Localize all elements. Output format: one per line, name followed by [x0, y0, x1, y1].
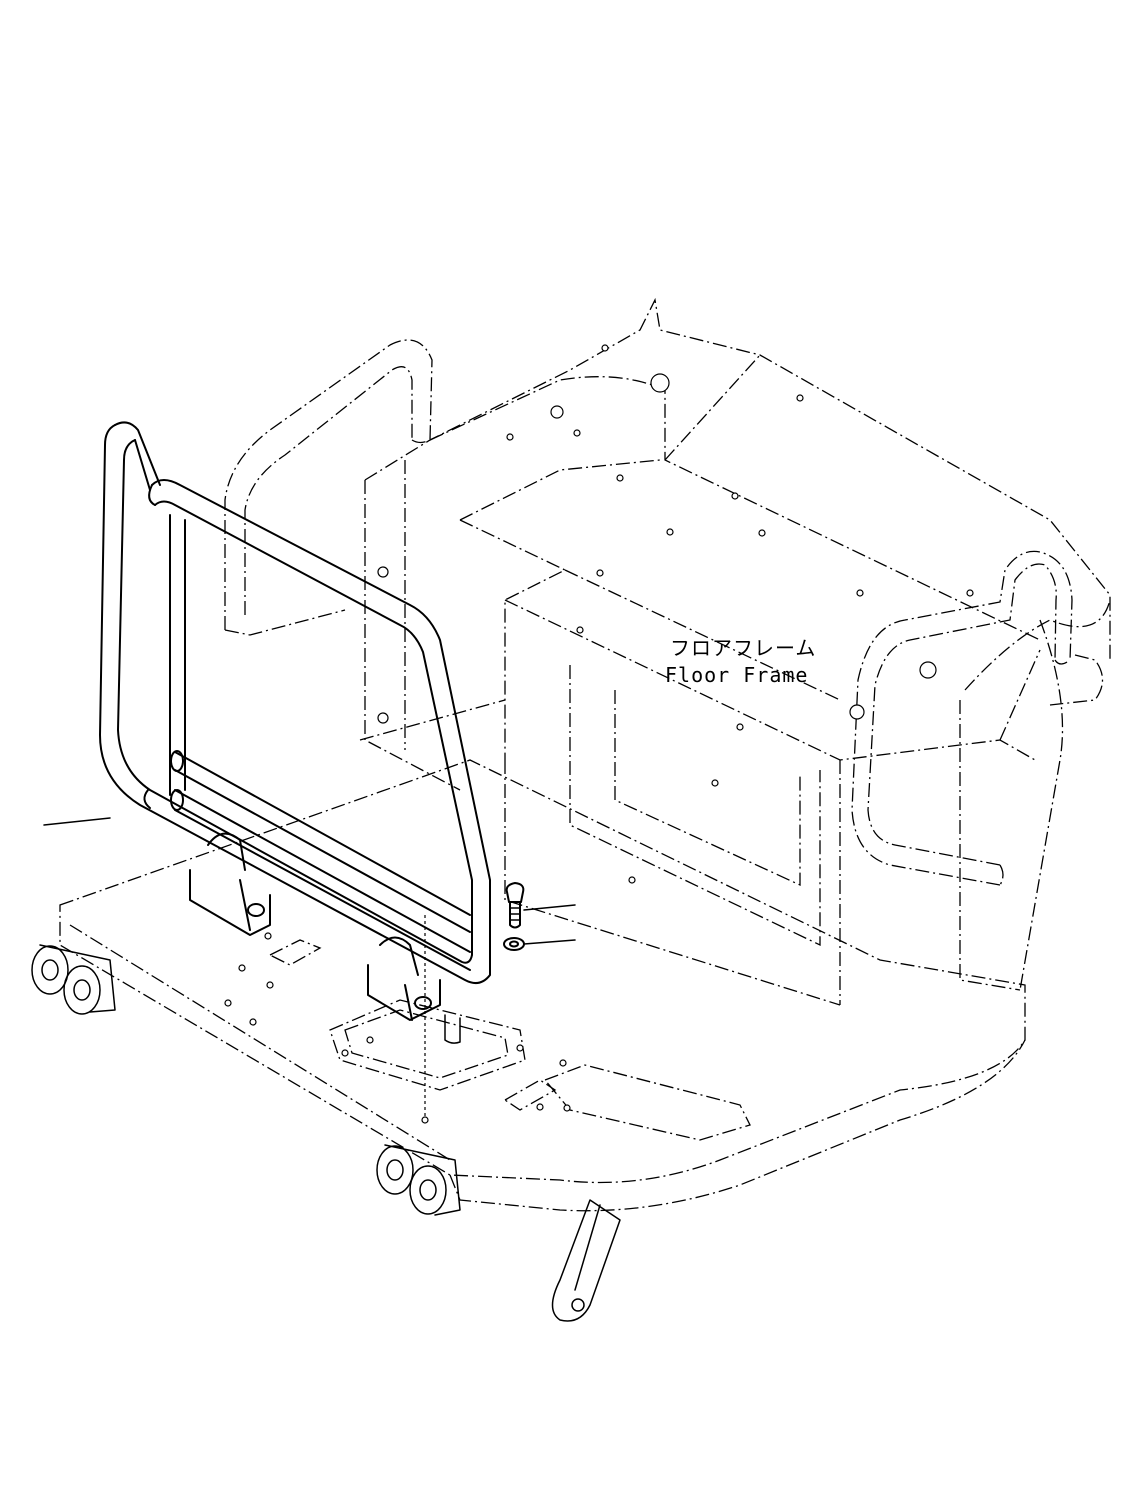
- callout-jp: フロアフレーム: [670, 636, 816, 660]
- control-lever: [551, 1199, 621, 1322]
- mounting-holes: [224, 344, 974, 1124]
- floor-frame-box: [359, 297, 1111, 1006]
- rail-brackets: [189, 832, 461, 1044]
- bolt: [505, 882, 525, 929]
- left-rear-handrail: [224, 339, 433, 636]
- hinge-lugs: [31, 944, 461, 1216]
- washer: [503, 937, 525, 951]
- callout-en: Floor Frame: [665, 663, 808, 687]
- leader-guard-rail: [43, 817, 111, 826]
- right-handrail: [849, 550, 1104, 886]
- floor-plate: [59, 759, 1026, 1212]
- leader-lines: [43, 817, 576, 945]
- guard-rail: [99, 421, 491, 985]
- leader-bolt: [523, 904, 576, 911]
- leader-washer: [523, 939, 576, 945]
